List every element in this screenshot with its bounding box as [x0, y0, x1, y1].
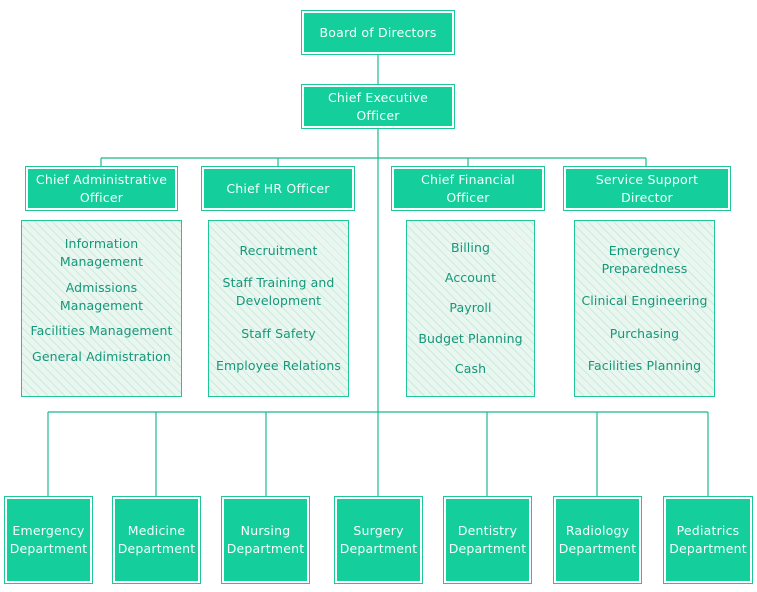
- panel-item: Staff Training and Development: [222, 275, 335, 309]
- panel-item: Purchasing: [609, 325, 680, 341]
- panel-hr-functions: Recruitment Staff Training and Developme…: [208, 220, 349, 397]
- node-chief-administrative-officer[interactable]: Chief Administrative Officer: [25, 166, 178, 211]
- panel-service-support-functions: Emergency Preparedness Clinical Engineer…: [574, 220, 715, 397]
- node-label: Chief Financial Officer: [394, 169, 542, 208]
- panel-item: Budget Planning: [418, 330, 523, 346]
- panel-item: Cash: [454, 360, 487, 376]
- node-label: Surgery Department: [337, 499, 420, 581]
- panel-item: Facilities Planning: [587, 358, 702, 374]
- node-label: Radiology Department: [556, 499, 639, 581]
- panel-financial-functions: Billing Account Payroll Budget Planning …: [406, 220, 535, 397]
- node-medicine-department[interactable]: Medicine Department: [112, 496, 201, 584]
- panel-item: Facilities Management: [30, 323, 173, 339]
- node-label: Chief Executive Officer: [304, 87, 452, 126]
- panel-item: Recruitment: [239, 242, 318, 258]
- node-label: Pediatrics Department: [666, 499, 750, 581]
- node-surgery-department[interactable]: Surgery Department: [334, 496, 423, 584]
- node-label: Emergency Department: [7, 499, 90, 581]
- panel-item: Payroll: [449, 300, 492, 316]
- node-label: Dentistry Department: [446, 499, 529, 581]
- panel-item: Information Management: [59, 235, 144, 269]
- node-label: Board of Directors: [304, 13, 452, 52]
- panel-item: Emergency Preparedness: [601, 242, 688, 276]
- node-dentistry-department[interactable]: Dentistry Department: [443, 496, 532, 584]
- node-service-support-director[interactable]: Service Support Director: [563, 166, 731, 211]
- panel-item: Clinical Engineering: [581, 293, 708, 309]
- node-label: Service Support Director: [566, 169, 728, 208]
- node-pediatrics-department[interactable]: Pediatrics Department: [663, 496, 753, 584]
- panel-item: Staff Safety: [241, 325, 316, 341]
- panel-item: Admissions Management: [59, 279, 144, 313]
- node-nursing-department[interactable]: Nursing Department: [221, 496, 310, 584]
- node-emergency-department[interactable]: Emergency Department: [4, 496, 93, 584]
- panel-item: General Adimistration: [32, 349, 171, 365]
- panel-item: Account: [444, 270, 497, 286]
- node-label: Chief Administrative Officer: [28, 169, 175, 208]
- panel-item: Billing: [450, 240, 491, 256]
- node-board-of-directors[interactable]: Board of Directors: [301, 10, 455, 55]
- node-chief-executive-officer[interactable]: Chief Executive Officer: [301, 84, 455, 129]
- node-label: Chief HR Officer: [204, 169, 352, 208]
- node-label: Nursing Department: [224, 499, 307, 581]
- node-chief-hr-officer[interactable]: Chief HR Officer: [201, 166, 355, 211]
- node-chief-financial-officer[interactable]: Chief Financial Officer: [391, 166, 545, 211]
- panel-administrative-functions: Information Management Admissions Manage…: [21, 220, 182, 397]
- node-radiology-department[interactable]: Radiology Department: [553, 496, 642, 584]
- node-label: Medicine Department: [115, 499, 198, 581]
- panel-item: Employee Relations: [215, 358, 342, 374]
